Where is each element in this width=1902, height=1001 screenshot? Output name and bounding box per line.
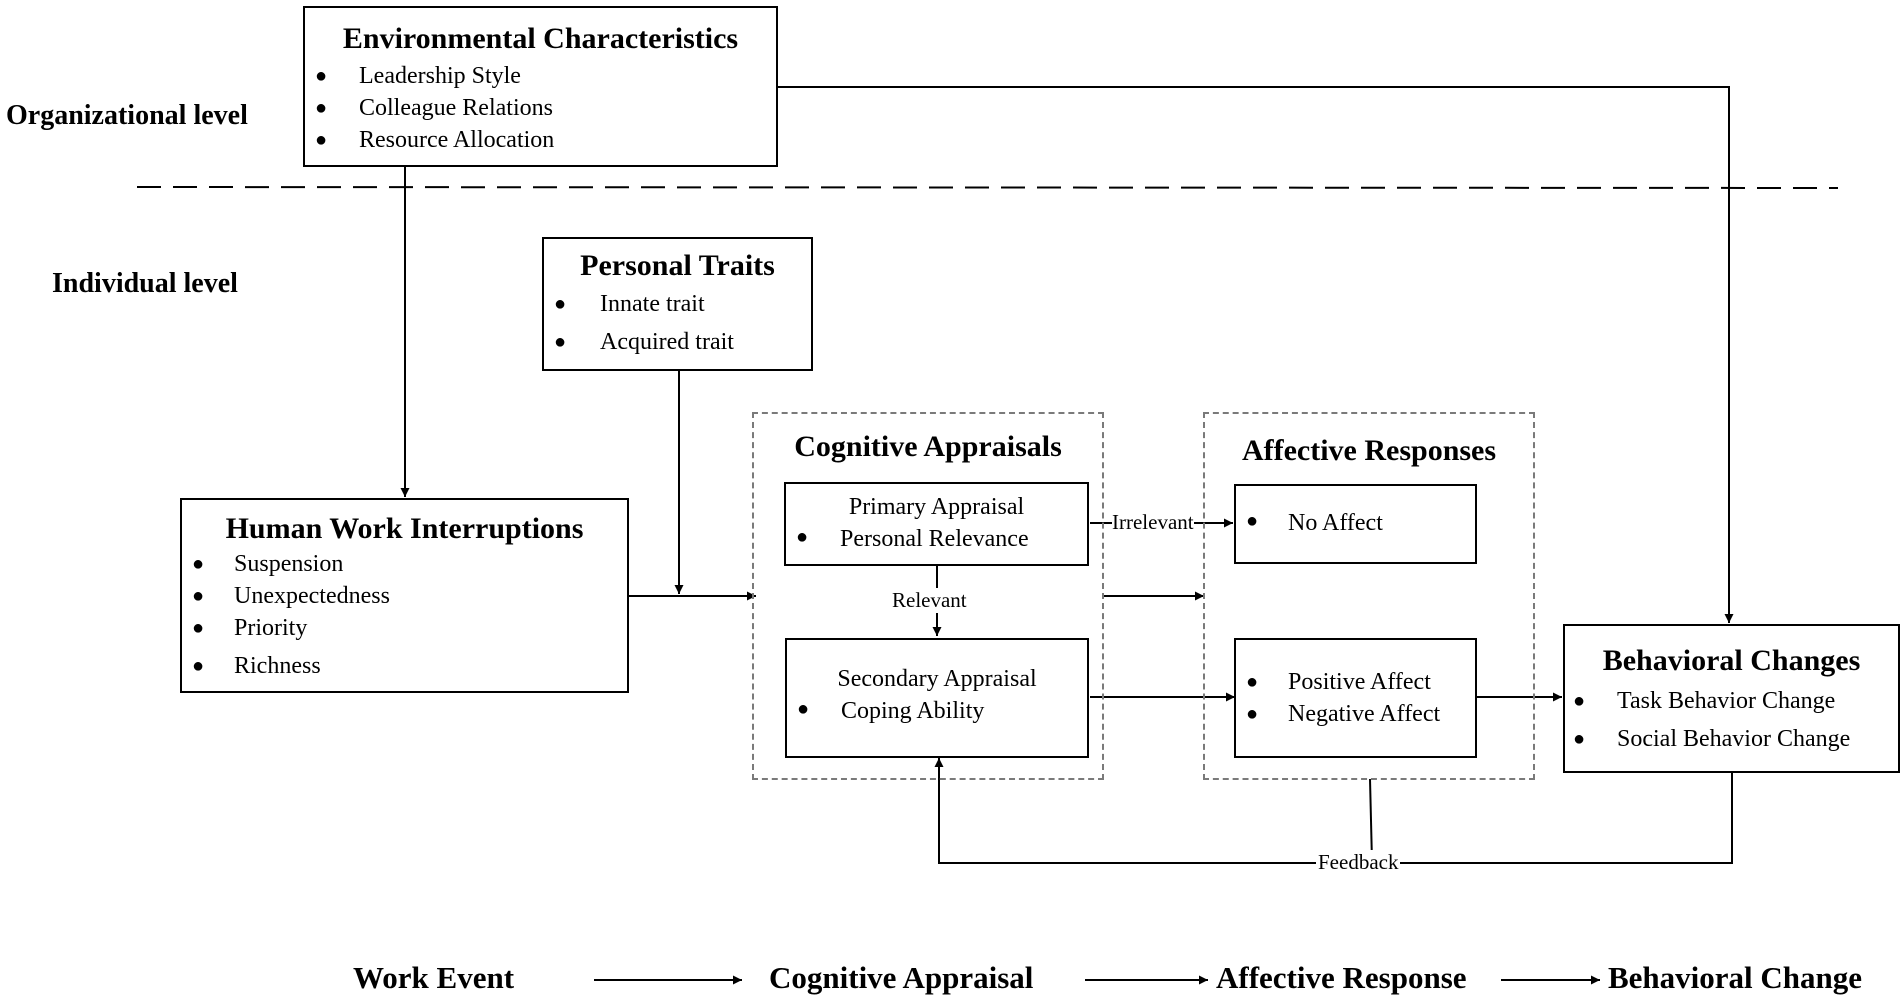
affective-responses-title: Affective Responses (1241, 434, 1497, 467)
organizational-level-label: Organizational level (6, 100, 248, 131)
arrow-env-to-behavioral (777, 86, 1734, 623)
behavioral-changes-list: ●Task Behavior Change ●Social Behavior C… (1573, 682, 1850, 758)
personal-traits-box: Personal Traits ●Innate trait ●Acquired … (542, 237, 813, 371)
bullet-icon: ● (554, 331, 567, 353)
behavioral-changes-title: Behavioral Changes (1602, 644, 1861, 677)
level-divider (136, 186, 1839, 189)
flow-step-affective-response: Affective Response (1216, 960, 1467, 995)
relevant-edge-label: Relevant (892, 588, 967, 613)
flow-step-cognitive-appraisal: Cognitive Appraisal (769, 960, 1034, 995)
list-item: ●Suspension (192, 548, 390, 580)
personal-traits-list: ●Innate trait ●Acquired trait (554, 285, 734, 361)
list-item: ●Richness (192, 650, 390, 682)
affective-responses-group: Affective Responses (1203, 412, 1535, 780)
flow-step-work-event: Work Event (353, 960, 515, 995)
list-item: ●No Affect (1246, 510, 1383, 536)
list-item: ●Priority (192, 612, 390, 644)
bullet-icon: ● (315, 65, 328, 87)
behavioral-changes-box: Behavioral Changes ●Task Behavior Change… (1563, 624, 1900, 773)
bullet-icon: ● (796, 526, 809, 548)
affect-list: ●Positive Affect ●Negative Affect (1246, 666, 1440, 730)
irrelevant-edge-label: Irrelevant (1112, 510, 1194, 535)
human-work-interruptions-title: Human Work Interruptions (225, 512, 584, 545)
individual-level-label: Individual level (52, 268, 238, 299)
secondary-appraisal-box: Secondary Appraisal ●Coping Ability (785, 638, 1089, 758)
affect-box: ●Positive Affect ●Negative Affect (1234, 638, 1477, 758)
list-item: ●Colleague Relations (315, 92, 554, 124)
primary-appraisal-box: Primary Appraisal ●Personal Relevance (784, 482, 1089, 566)
bullet-icon: ● (192, 617, 205, 639)
list-item: ●Task Behavior Change (1573, 682, 1850, 720)
personal-traits-title: Personal Traits (580, 249, 775, 282)
list-item: ●Leadership Style (315, 60, 554, 92)
bullet-icon: ● (1573, 728, 1586, 750)
human-work-interruptions-list: ●Suspension ●Unexpectedness ●Priority ●R… (192, 548, 390, 682)
list-item: ●Coping Ability (797, 698, 985, 724)
human-work-interruptions-box: Human Work Interruptions ●Suspension ●Un… (180, 498, 629, 693)
bullet-icon: ● (554, 293, 567, 315)
bullet-icon: ● (797, 698, 810, 720)
list-item: ●Negative Affect (1246, 698, 1440, 730)
bullet-icon: ● (192, 655, 205, 677)
bullet-icon: ● (1246, 671, 1259, 693)
cognitive-appraisals-title: Cognitive Appraisals (794, 430, 1062, 463)
feedback-edge-label: Feedback (1316, 850, 1401, 875)
bullet-icon: ● (192, 585, 205, 607)
flow-step-behavioral-change: Behavioral Change (1608, 960, 1863, 995)
secondary-appraisal-heading: Secondary Appraisal (837, 666, 1037, 692)
list-item: ●Personal Relevance (796, 526, 1029, 552)
list-item: ●Social Behavior Change (1573, 720, 1850, 758)
list-item: ●Acquired trait (554, 323, 734, 361)
no-affect-box: ●No Affect (1234, 484, 1477, 564)
bullet-icon: ● (315, 97, 328, 119)
list-item: ●Resource Allocation (315, 124, 554, 156)
bullet-icon: ● (1246, 510, 1259, 532)
feedback-line-affective (1369, 778, 1373, 863)
environmental-characteristics-list: ●Leadership Style ●Colleague Relations ●… (315, 60, 554, 156)
bullet-icon: ● (1246, 703, 1259, 725)
environmental-characteristics-box: Environmental Characteristics ●Leadershi… (303, 6, 778, 167)
list-item: ●Positive Affect (1246, 666, 1440, 698)
list-item: ●Innate trait (554, 285, 734, 323)
bullet-icon: ● (1573, 690, 1586, 712)
cognitive-appraisals-group: Cognitive Appraisals (752, 412, 1104, 780)
bullet-icon: ● (315, 129, 328, 151)
list-item: ●Unexpectedness (192, 580, 390, 612)
bullet-icon: ● (192, 553, 205, 575)
environmental-characteristics-title: Environmental Characteristics (342, 22, 739, 55)
primary-appraisal-heading: Primary Appraisal (848, 494, 1025, 520)
